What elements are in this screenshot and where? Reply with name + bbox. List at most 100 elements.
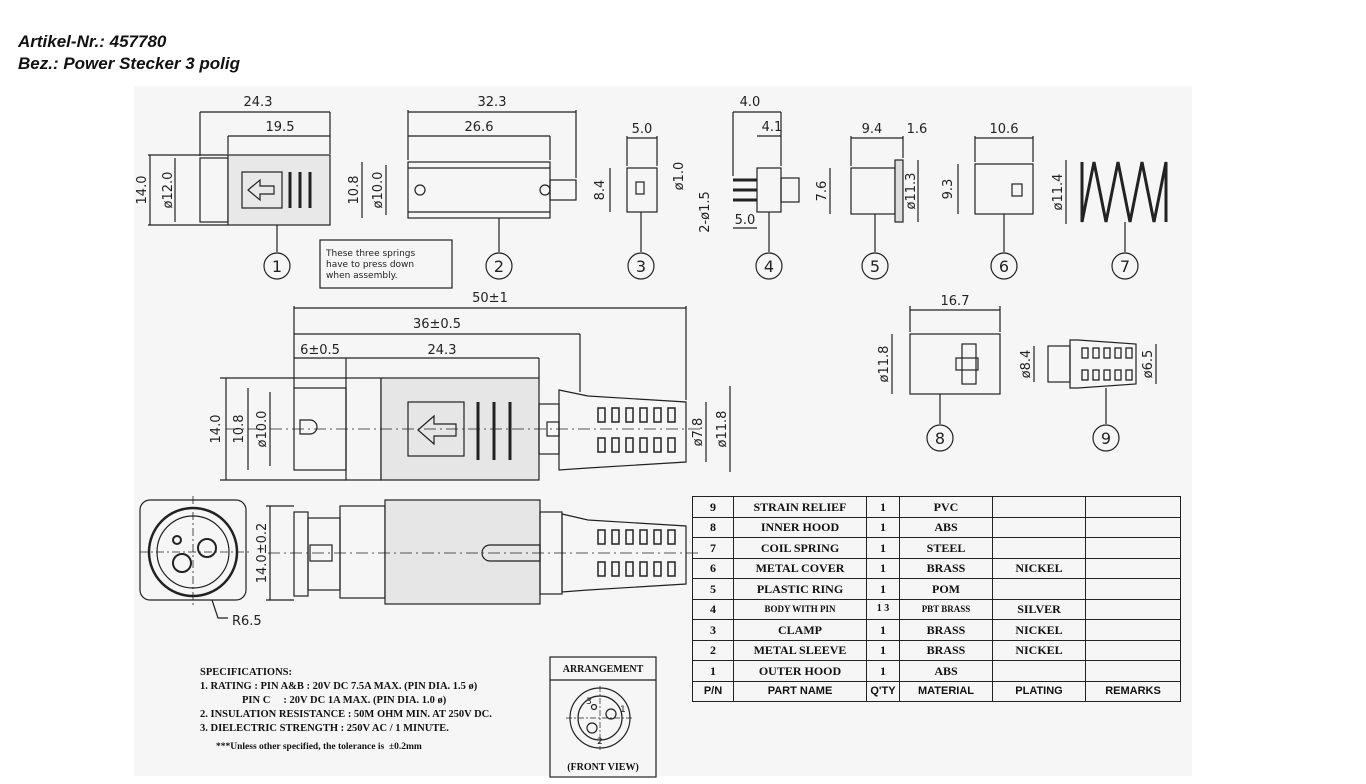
bom-plating — [992, 578, 1086, 600]
asm-tip: 6±0.5 — [300, 343, 340, 358]
bom-row: 3 CLAMP 1 BRASS NICKEL — [692, 619, 1181, 641]
p1-height: 14.0 — [135, 176, 150, 205]
bubble-4: 4 — [764, 257, 774, 276]
article-number: Artikel-Nr.: 457780 — [18, 32, 167, 51]
bom-name: INNER HOOD — [733, 516, 867, 538]
arrangement-pin-2: 2 — [597, 737, 603, 747]
bom-remarks — [1085, 516, 1181, 538]
bom-pn: 9 — [692, 496, 734, 518]
bom-remarks — [1085, 537, 1181, 559]
p4-dia1: ø1.0 — [672, 162, 687, 191]
bom-qty: 1 — [866, 516, 900, 538]
p3-height: 8.4 — [593, 180, 608, 201]
asm-body: 24.3 — [428, 343, 457, 358]
bom-name: STRAIN RELIEF — [733, 496, 867, 518]
bubble-6: 6 — [999, 257, 1009, 276]
bom-name: CLAMP — [733, 619, 867, 641]
p6-len: 10.6 — [990, 122, 1019, 137]
assembly-side-view — [220, 306, 731, 481]
p4-len-inner: 4.1 — [762, 120, 783, 135]
part-6-metal-cover — [957, 136, 1034, 280]
bubble-7: 7 — [1120, 257, 1130, 276]
asm-mid: 36±0.5 — [413, 317, 461, 332]
bom-remarks — [1085, 639, 1181, 661]
arrangement-title: ARRANGEMENT — [563, 664, 644, 675]
asm-h-outer: 14.0 — [209, 415, 224, 444]
arrangement-pin-1: 1 — [620, 705, 626, 715]
bom-material: POM — [899, 578, 993, 600]
bom-pn: 8 — [692, 516, 734, 538]
bom-material: PBT BRASS — [899, 598, 993, 620]
bom-name: METAL COVER — [733, 557, 867, 579]
bom-material: BRASS — [899, 639, 993, 661]
bom-plating — [992, 516, 1086, 538]
p2-len-inner: 26.6 — [465, 120, 494, 135]
p5-dia: ø11.3 — [904, 173, 919, 210]
bubble-5: 5 — [870, 257, 880, 276]
p2-height: 10.8 — [347, 176, 362, 205]
bom-row: 9 STRAIN RELIEF 1 PVC — [692, 496, 1181, 518]
bom-name: METAL SLEEVE — [733, 639, 867, 661]
part-7-coil-spring — [1065, 160, 1168, 280]
front-view — [139, 496, 250, 619]
bill-of-materials: 9 STRAIN RELIEF 1 PVC 8 INNER HOOD 1 ABS… — [692, 496, 1181, 702]
bom-qty: 1 — [866, 496, 900, 518]
asm-h-mid: 10.8 — [232, 415, 247, 444]
part-8-inner-hood — [891, 306, 1001, 452]
p5-flange: 1.6 — [907, 122, 928, 137]
bom-name: BODY WITH PIN — [733, 598, 867, 620]
p8-len: 16.7 — [941, 294, 970, 309]
asm-h-dia: ø10.0 — [255, 411, 270, 448]
bom-name: OUTER HOOD — [733, 660, 867, 682]
assembly-bottom-view — [266, 499, 700, 605]
asm-r-dia1: ø7.8 — [691, 418, 706, 447]
designation: Bez.: Power Stecker 3 polig — [18, 54, 241, 73]
bom-material: STEEL — [899, 537, 993, 559]
part-9-strain-relief — [1033, 339, 1157, 452]
bom-qty: 1 — [866, 639, 900, 661]
p8-dia: ø11.8 — [877, 346, 892, 383]
p4-dia2: 2-ø1.5 — [698, 191, 713, 233]
bom-header-material: MATERIAL — [899, 680, 993, 702]
bom-pn: 3 — [692, 619, 734, 641]
bom-plating: NICKEL — [992, 557, 1086, 579]
bom-row: 5 PLASTIC RING 1 POM — [692, 578, 1181, 600]
bom-header-plating: PLATING — [992, 680, 1086, 702]
specs-line-2: PIN C : 20V DC 1A MAX. (PIN DIA. 1.0 ø) — [200, 695, 447, 706]
bom-qty: 1 — [866, 537, 900, 559]
bom-remarks — [1085, 660, 1181, 682]
specs-line-4: 3. DIELECTRIC STRENGTH : 250V AC / 1 MIN… — [200, 723, 449, 734]
bubble-3: 3 — [636, 257, 646, 276]
bom-material: ABS — [899, 516, 993, 538]
specifications: SPECIFICATIONS: 1. RATING : PIN A&B : 20… — [200, 666, 492, 754]
arrangement-pin-3: 3 — [586, 697, 592, 707]
bom-header-pn: P/N — [692, 680, 734, 702]
bom-remarks — [1085, 496, 1181, 518]
p7-dia: ø11.4 — [1051, 174, 1066, 211]
bom-header-remarks: REMARKS — [1085, 680, 1181, 702]
part-4-body-with-pin — [732, 111, 800, 280]
bom-remarks — [1085, 578, 1181, 600]
bom-pn: 1 — [692, 660, 734, 682]
bom-name: COIL SPRING — [733, 537, 867, 559]
bom-remarks — [1085, 598, 1181, 620]
bom-name: PLASTIC RING — [733, 578, 867, 600]
asm-r-dia2: ø11.8 — [715, 411, 730, 448]
bubble-2: 2 — [494, 257, 504, 276]
bom-material: BRASS — [899, 619, 993, 641]
specs-title: SPECIFICATIONS: — [200, 667, 292, 678]
p2-dia: ø10.0 — [371, 172, 386, 209]
p4-len-total: 4.0 — [740, 95, 761, 110]
bom-qty: 1 — [866, 660, 900, 682]
bubble-9: 9 — [1101, 429, 1111, 448]
note-line-3: when assembly. — [326, 271, 397, 281]
p6-height: 9.3 — [941, 179, 956, 200]
p1-dia: ø12.0 — [161, 172, 176, 209]
part-5-plastic-ring — [829, 136, 919, 280]
specs-tolerance: ***Unless other specified, the tolerance… — [216, 742, 422, 752]
bom-plating: SILVER — [992, 598, 1086, 620]
bom-qty: 1 — [866, 578, 900, 600]
bom-remarks — [1085, 557, 1181, 579]
asm-side-height: 14.0±0.2 — [255, 523, 270, 584]
bom-header-qty: Q'TY — [866, 680, 900, 702]
